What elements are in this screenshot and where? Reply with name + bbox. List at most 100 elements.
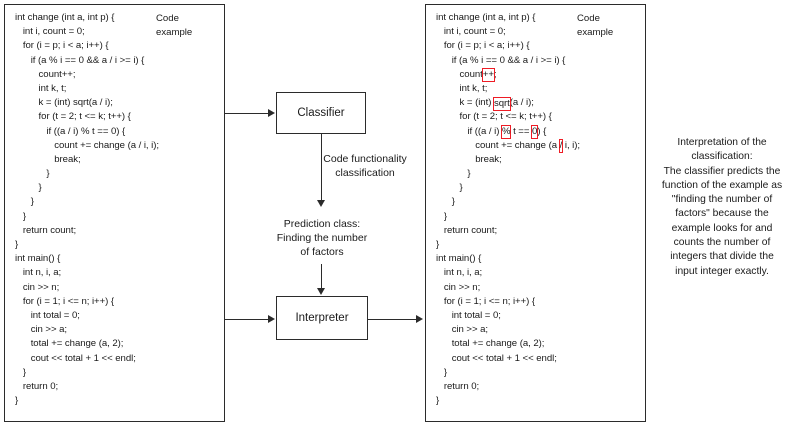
interpretation-line-2: classification: (691, 151, 753, 163)
interpretation-line-7: example looks for and (671, 222, 773, 234)
arrow-codeleft-to-classifier-line (225, 113, 269, 114)
caption-line-1: Code (577, 13, 600, 24)
interpretation-line-6: factors" because the (675, 208, 769, 220)
interpretation-line-4: function of the example as (661, 179, 783, 191)
red-highlight-box: sqrt (492, 96, 511, 111)
code-line: int change (int a, int p) { (436, 12, 536, 23)
code-line: for (i = 1; i <= n; i++) { (15, 295, 115, 307)
code-line: } (15, 196, 34, 208)
caption-line-1: Code (156, 13, 179, 24)
code-line: total += change (a, 2); (436, 338, 545, 350)
interpreter-label: Interpreter (295, 312, 349, 324)
prediction-class-line-3: of factors (300, 246, 344, 258)
arrow-interpreter-to-coderight-line (368, 319, 418, 320)
code-line: break; (436, 153, 502, 165)
red-highlight-box: / (558, 139, 564, 154)
caption-line-2: example (156, 27, 193, 39)
edge-label-line-1: Code functionality (323, 153, 407, 165)
prediction-class-label: Prediction class: Finding the number of … (252, 217, 392, 259)
code-line: int n, i, a; (436, 267, 483, 279)
red-highlight-box: 0 (531, 125, 539, 139)
code-line: cout << total + 1 << endl; (15, 352, 136, 364)
code-listing-right-annotated: int change (int a, int p) { int i, count… (436, 11, 580, 408)
code-line: } (15, 168, 50, 180)
code-line: } (15, 182, 42, 194)
code-line: return 0; (436, 380, 480, 392)
classifier-node: Classifier (276, 92, 366, 134)
code-line: return count; (15, 224, 77, 236)
code-line: } (436, 239, 440, 250)
arrow-codeleft-to-interpreter-head (268, 315, 275, 323)
code-line: for (i = p; i < a; i++) { (15, 40, 109, 52)
code-line: if (a % i == 0 && a / i >= i) { (15, 54, 145, 66)
code-line: k = (int) sqrt(a / i); (436, 96, 534, 111)
red-highlight-box: ++ (481, 68, 495, 83)
code-line: for (i = p; i < a; i++) { (436, 40, 530, 52)
code-line: int total = 0; (15, 309, 80, 321)
code-line: if ((a / i) % t == 0) { (15, 125, 126, 137)
code-line: return count; (436, 224, 498, 236)
code-example-caption-right: Code example (577, 12, 635, 40)
interpretation-line-5: "finding the number of (671, 194, 773, 206)
code-line: return 0; (15, 380, 59, 392)
arrow-classifier-to-prediction-head (317, 200, 325, 207)
code-line: int i, count = 0; (436, 26, 506, 38)
code-line: cin >> a; (436, 324, 489, 336)
arrow-prediction-to-interpreter-line (321, 264, 322, 290)
code-listing-left: int change (int a, int p) { int i, count… (15, 11, 159, 408)
code-line: } (436, 168, 471, 180)
code-line: for (t = 2; t <= k; t++) { (15, 111, 131, 123)
code-line: } (15, 366, 27, 378)
code-line: count++; (436, 68, 497, 83)
code-line: } (436, 196, 455, 208)
code-example-box-left: Code example int change (int a, int p) {… (4, 4, 225, 422)
code-example-caption-left: Code example (156, 12, 214, 40)
code-line: cin >> a; (15, 324, 68, 336)
arrow-prediction-to-interpreter-head (317, 288, 325, 295)
interpreter-node: Interpreter (276, 296, 368, 340)
code-line: int main() { (436, 253, 482, 265)
interpretation-line-3: The classifier predicts the (663, 165, 781, 177)
code-line: int k, t; (436, 82, 488, 94)
code-line: int total = 0; (436, 309, 501, 321)
code-line: total += change (a, 2); (15, 338, 124, 350)
interpretation-line-9: integers that divide the (670, 251, 774, 263)
interpretation-of-classification-text: Interpretation of the classification: Th… (658, 136, 786, 279)
code-line: k = (int) sqrt(a / i); (15, 97, 113, 109)
caption-line-2: example (577, 27, 614, 39)
code-line: int i, count = 0; (15, 26, 85, 38)
interpretation-line-1: Interpretation of the (677, 137, 767, 148)
code-line: } (436, 395, 440, 407)
code-line: count++; (15, 68, 76, 80)
code-line: for (i = 1; i <= n; i++) { (436, 295, 536, 307)
code-line: cin >> n; (15, 281, 60, 293)
code-line: count += change (a / i, i); (15, 139, 160, 151)
arrow-interpreter-to-coderight-head (416, 315, 423, 323)
code-line: int k, t; (15, 82, 67, 94)
code-example-box-right: Code example int change (int a, int p) {… (425, 4, 646, 422)
edge-label-line-2: classification (335, 167, 395, 179)
code-line: for (t = 2; t <= k; t++) { (436, 111, 552, 123)
code-line: break; (15, 153, 81, 165)
code-line: int main() { (15, 253, 61, 265)
prediction-class-line-1: Prediction class: (283, 218, 361, 230)
code-line: int change (int a, int p) { (15, 12, 115, 23)
code-line: if ((a / i) % t == 0) { (436, 125, 547, 139)
code-line: cout << total + 1 << endl; (436, 352, 557, 364)
prediction-class-line-2: Finding the number (276, 232, 368, 244)
code-line: if (a % i == 0 && a / i >= i) { (436, 54, 566, 66)
interpretation-line-10: input integer exactly. (675, 265, 769, 277)
arrow-codeleft-to-classifier-head (268, 109, 275, 117)
code-line: } (436, 182, 463, 194)
code-line: } (15, 395, 19, 407)
interpretation-line-8: counts the number of (673, 237, 771, 249)
red-highlight-box: % (500, 125, 512, 139)
arrow-classifier-to-prediction-line (321, 134, 322, 202)
code-line: } (15, 210, 27, 222)
classifier-label: Classifier (297, 107, 345, 119)
arrow-codeleft-to-interpreter-line (225, 319, 269, 320)
edge-label-code-functionality-classification: Code functionality classification (290, 152, 440, 180)
code-line: int n, i, a; (15, 267, 62, 279)
code-line: cin >> n; (436, 281, 481, 293)
code-line: count += change (a / i, i); (436, 139, 581, 154)
